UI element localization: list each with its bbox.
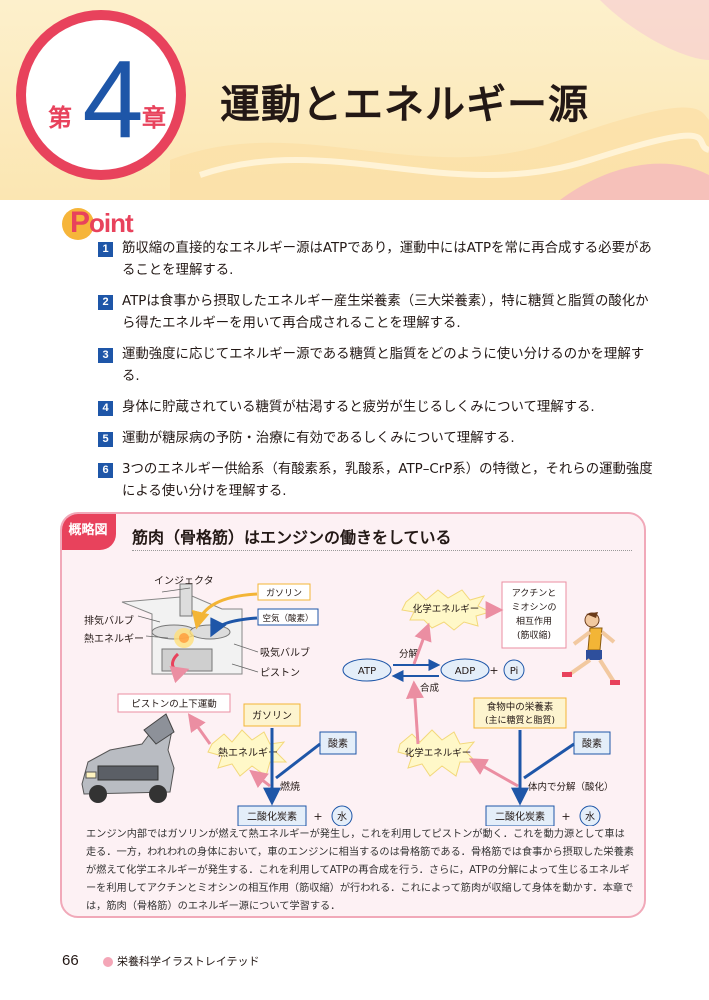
point-item: 5 運動が糖尿病の予防・治療に有効であるしくみについて理解する.: [98, 428, 658, 450]
runner-illustration: [562, 612, 620, 685]
summary-tag: 概略図: [62, 514, 116, 550]
actin-myosin-line: アクチンと: [512, 588, 557, 599]
co2-label-engine: 二酸化炭素: [247, 810, 297, 823]
header-swirl-decoration: [170, 0, 709, 200]
chapter-prefix: 第: [48, 104, 72, 132]
point-list: 1 筋収縮の直接的なエネルギー源はATPであり，運動中にはATPを常に再合成する必…: [98, 238, 658, 512]
plus-engine: +: [313, 810, 322, 823]
food-nutrients-line: (主に糖質と脂質): [485, 714, 555, 726]
synthesis-label: 合成: [420, 682, 440, 694]
air-flow-arrow: [210, 616, 258, 638]
chemical-energy-top-burst: [401, 589, 492, 631]
water-circle-muscle: [579, 805, 601, 826]
gasoline-top-box: [257, 583, 311, 601]
summary-figure-box: 概略図 筋肉（骨格筋）はエンジンの働きをしている: [60, 512, 646, 918]
oxygen-label-muscle: 酸素: [582, 737, 602, 750]
chapter-number: 4: [82, 38, 144, 161]
point-number: 5: [98, 432, 113, 447]
page-footer: 66 栄養科学イラストレイテッド: [0, 950, 709, 980]
point-number: 1: [98, 242, 113, 257]
combustion-label: 燃焼: [280, 780, 300, 793]
heat-energy-small-label: 熱エネルギー: [84, 632, 144, 645]
engine-muscle-diagram: インジェクタ ガソリン 空気（酸素） 排気バルブ 熱エネルギー 吸気バルブ ピス…: [81, 575, 620, 826]
car-illustration: [81, 713, 175, 803]
chapter-suffix: 章: [142, 104, 166, 132]
heat-energy-label: 熱エネルギー: [218, 746, 278, 759]
pi-label: Pi: [510, 666, 519, 677]
summary-title-rule: [132, 550, 632, 551]
point-circle-icon: [62, 208, 94, 240]
chemical-energy-label: 化学エネルギー: [405, 747, 472, 759]
piston-motion-box: [117, 693, 231, 713]
point-number: 4: [98, 401, 113, 416]
point-item: 4 身体に貯蔵されている糖質が枯渇すると疲労が生じるしくみについて理解する.: [98, 397, 658, 419]
point-text: 3つのエネルギー供給系（有酸素系，乳酸系，ATP–CrP系）の特徴と，それらの運…: [122, 462, 653, 499]
point-item: 2 ATPは食事から摂取したエネルギー産生栄養素（三大栄養素），特に糖質と脂質の酸…: [98, 291, 658, 335]
piston-motion-label: ピストンの上下運動: [131, 699, 217, 710]
gasoline-flow-arrow: [191, 592, 258, 630]
chemical-energy-top-label: 化学エネルギー: [413, 603, 480, 615]
point-item: 3 運動強度に応じてエネルギー源である糖質と脂質をどのように使い分けるのかを理解す…: [98, 344, 658, 388]
atp-label: ATP: [358, 666, 376, 677]
page-number: 66: [62, 952, 79, 969]
pi-circle: [503, 659, 525, 681]
actin-myosin-line: 相互作用: [516, 615, 552, 627]
point-text: 運動強度に応じてエネルギー源である糖質と脂質をどのように使い分けるのかを理解する…: [122, 347, 645, 384]
book-title: 栄養科学イラストレイテッド: [117, 955, 260, 968]
injector-label: インジェクタ: [154, 575, 214, 587]
summary-title: 筋肉（骨格筋）はエンジンの働きをしている: [132, 528, 452, 547]
point-text: ATPは食事から摂取したエネルギー産生栄養素（三大栄養素），特に糖質と脂質の酸化…: [122, 294, 649, 331]
gasoline-label: ガソリン: [252, 710, 292, 722]
air-label: 空気（酸素）: [262, 613, 313, 624]
point-label: Point: [70, 206, 134, 239]
point-number: 3: [98, 348, 113, 363]
chapter-badge: 第 4 章: [16, 10, 186, 180]
water-label-muscle: 水: [585, 811, 595, 823]
gasoline-top-label: ガソリン: [266, 588, 302, 599]
adp-oval: [440, 658, 490, 682]
co2-box-engine: [237, 805, 307, 826]
point-item: 1 筋収縮の直接的なエネルギー源はATPであり，運動中にはATPを常に再合成する必…: [98, 238, 658, 282]
adp-label: ADP: [455, 666, 476, 677]
piston-label: ピストン: [260, 667, 300, 679]
plus-muscle: +: [561, 810, 570, 823]
food-nutrients-box: [473, 697, 567, 729]
intake-valve-label: 吸気バルブ: [260, 646, 310, 659]
air-box: [257, 608, 319, 626]
point-text: 身体に貯蔵されている糖質が枯渇すると疲労が生じるしくみについて理解する.: [122, 400, 595, 415]
chapter-header: 第 4 章 運動とエネルギー源: [0, 0, 709, 200]
summary-caption: エンジン内部ではガソリンが燃えて熱エネルギーが発生し，これを利用してピストンが動…: [86, 829, 634, 912]
engine-cylinder-illustration: [121, 583, 243, 684]
water-circle-engine: [331, 805, 353, 826]
exhaust-valve-label: 排気バルブ: [84, 614, 134, 627]
oxygen-label-engine: 酸素: [328, 737, 348, 750]
point-number: 2: [98, 295, 113, 310]
atp-oval: [342, 658, 392, 682]
co2-label-muscle: 二酸化炭素: [495, 810, 545, 823]
chapter-badge-inner: 第 4 章: [26, 20, 176, 170]
plus-adp-pi: +: [489, 664, 498, 677]
water-label-engine: 水: [337, 811, 347, 823]
oxygen-box-engine: [319, 731, 357, 755]
decomposition-label: 分解: [399, 648, 419, 660]
co2-box-muscle: [485, 805, 555, 826]
actin-myosin-line: ミオシンの: [511, 602, 556, 613]
gasoline-box: [243, 703, 301, 727]
heat-energy-burst: [207, 729, 288, 777]
oxygen-box-muscle: [573, 731, 611, 755]
actin-myosin-box: [501, 581, 567, 649]
point-number: 6: [98, 463, 113, 478]
point-text: 筋収縮の直接的なエネルギー源はATPであり，運動中にはATPを常に再合成する必要…: [122, 241, 652, 278]
footer-dot-icon: [103, 957, 113, 967]
chapter-title: 運動とエネルギー源: [220, 82, 589, 128]
actin-myosin-line: (筋収縮): [517, 629, 551, 641]
point-text: 運動が糖尿病の予防・治療に有効であるしくみについて理解する.: [122, 431, 515, 446]
food-nutrients-line: 食物中の栄養素: [487, 701, 554, 713]
in-body-decomposition-label: 体内で分解（酸化）: [528, 781, 614, 793]
point-item: 6 3つのエネルギー供給系（有酸素系，乳酸系，ATP–CrP系）の特徴と，それらの…: [98, 459, 658, 503]
